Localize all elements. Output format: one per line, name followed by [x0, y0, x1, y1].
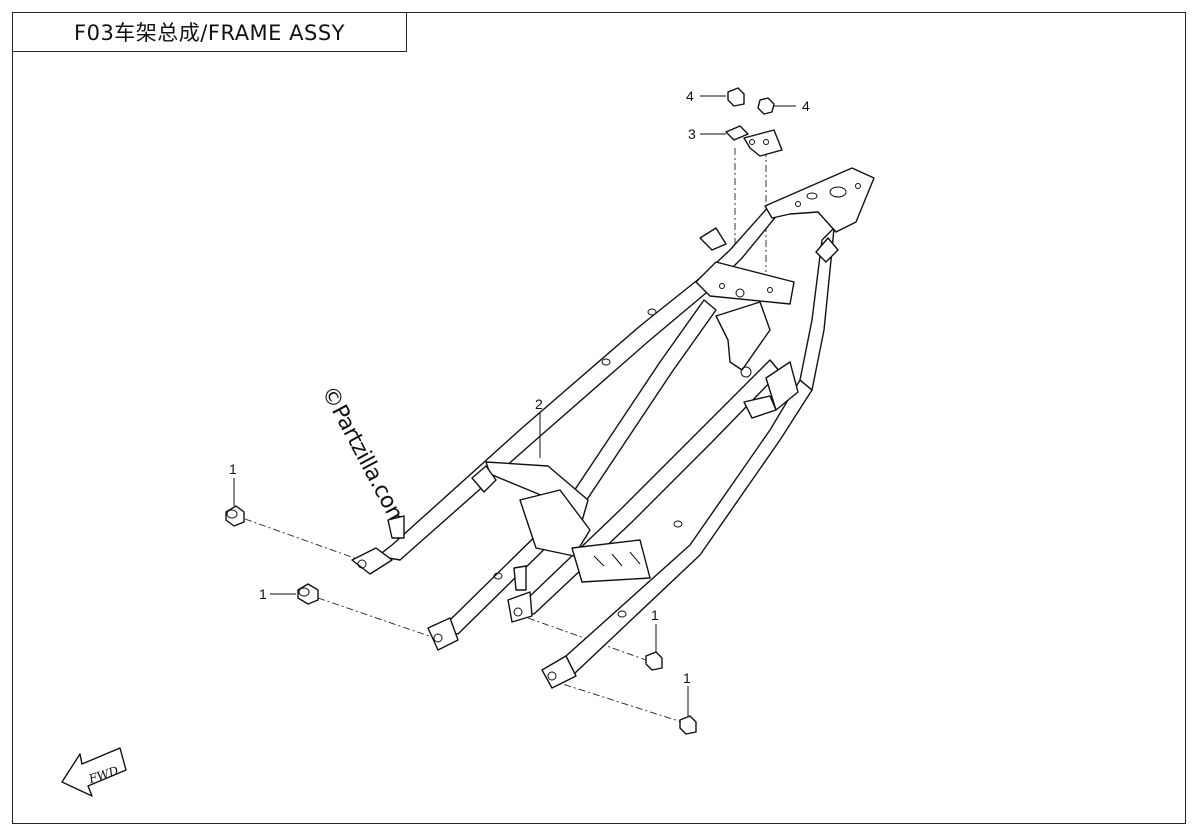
- title-box: F03车架总成/FRAME ASSY: [12, 12, 407, 52]
- bolt-1-upper-left: [225, 505, 245, 527]
- rear-tail-plate: [764, 167, 875, 233]
- bolt-1-lower-left: [297, 583, 319, 605]
- callout-4-right-bolt: 4: [802, 98, 810, 114]
- page-title: F03车架总成/FRAME ASSY: [74, 21, 345, 45]
- drawing-border: [12, 12, 1186, 824]
- front-tab-lower: [387, 515, 405, 539]
- leader-lines: [244, 148, 767, 725]
- mount-eye-lower-right: [507, 591, 533, 623]
- mid-gusset: [715, 301, 771, 371]
- callout-1-bottom: 1: [683, 670, 691, 686]
- frame-body: [351, 167, 875, 689]
- front-tab-left: [471, 465, 497, 493]
- mid-clip: [743, 395, 777, 419]
- rear-bracket-left: [699, 227, 727, 251]
- callout-3-bracket: 3: [688, 126, 696, 142]
- bracket-3: [725, 125, 783, 157]
- bolt-1-bottom: [679, 715, 697, 735]
- front-crossbar: [571, 539, 651, 583]
- callout-4-left-bolt: 4: [686, 88, 694, 104]
- mid-side-bracket: [765, 361, 799, 411]
- callout-2-frame: 2: [535, 396, 543, 412]
- rear-cross-member: [695, 261, 795, 305]
- callout-1-lower-right: 1: [651, 607, 659, 623]
- rear-loop-right: [799, 227, 835, 391]
- front-tab-right: [513, 565, 527, 591]
- bolt-4-left: [727, 87, 745, 107]
- front-lower-plate: [519, 489, 591, 557]
- bolt-1-lower-right: [645, 651, 663, 671]
- mount-eye-lower-left: [427, 617, 459, 651]
- bolt-4-right: [757, 97, 775, 115]
- upper-rail-right: [551, 379, 813, 675]
- callout-1-lower-left: 1: [259, 586, 267, 602]
- fwd-arrow-icon: FWD: [61, 747, 127, 797]
- rear-bracket-right: [815, 237, 839, 263]
- callout-1-upper-left: 1: [229, 461, 237, 477]
- callout-leaders: [233, 95, 796, 716]
